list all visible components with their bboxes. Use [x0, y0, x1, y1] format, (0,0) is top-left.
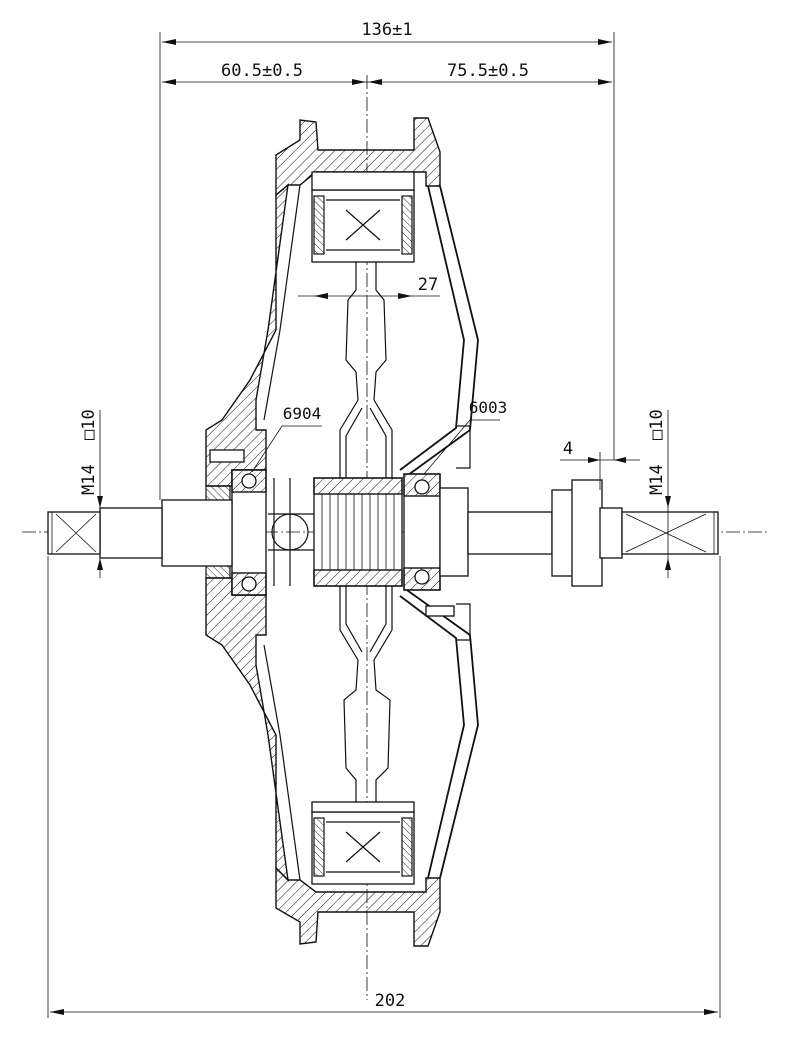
stator-top: 27 [298, 171, 440, 401]
stator-support [339, 399, 393, 661]
left-bearing-6904: 6904 [205, 404, 322, 596]
dimension-axle-length: 202 [47, 556, 721, 1018]
overall-width-label: 136±1 [361, 20, 412, 40]
left-thread-label: M14 [79, 464, 99, 495]
magnet-width-label: 27 [418, 275, 438, 295]
dimension-overall: 136±1 [159, 20, 615, 500]
left-axle-annotation: M14 □10 [79, 409, 103, 578]
left-flat-label: □10 [79, 409, 99, 440]
stator-bottom [311, 659, 415, 885]
left-width-label: 60.5±0.5 [221, 61, 303, 81]
left-bearing-label: 6904 [283, 404, 322, 423]
axle [47, 479, 719, 587]
spacer-label: 4 [563, 439, 573, 459]
dimension-left-right: 60.5±0.5 75.5±0.5 [162, 61, 612, 85]
spacer-dimension: 4 [560, 439, 640, 490]
right-bearing-label: 6003 [469, 398, 508, 417]
right-axle-annotation: M14 □10 [647, 409, 671, 578]
rotor-core [313, 477, 403, 587]
right-thread-label: M14 [647, 464, 667, 495]
right-width-label: 75.5±0.5 [447, 61, 529, 81]
right-bearing-6003: 6003 [403, 398, 508, 641]
right-flat-label: □10 [647, 409, 667, 440]
axle-length-label: 202 [375, 991, 406, 1011]
